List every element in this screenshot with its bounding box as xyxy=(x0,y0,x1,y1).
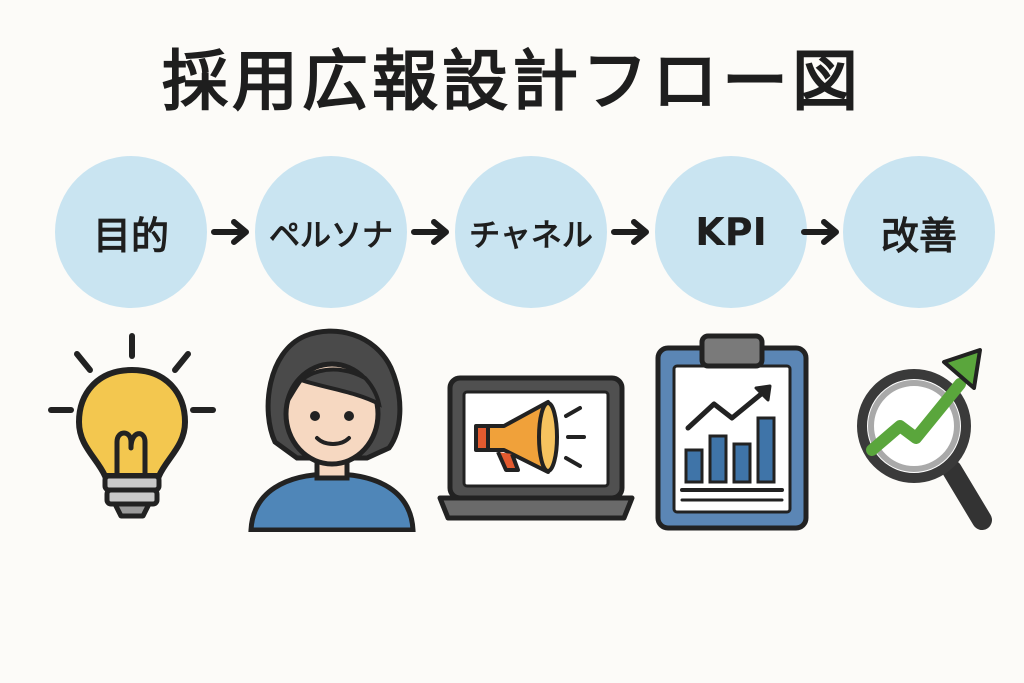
arrow-right-icon xyxy=(611,219,649,245)
arrow-right-icon xyxy=(411,219,449,245)
step-improve-label: 改善 xyxy=(880,213,957,258)
step-persona: ペルソナ xyxy=(255,156,407,308)
step-kpi-label: KPI xyxy=(695,210,767,254)
step-purpose-label: 目的 xyxy=(92,213,169,258)
step-channel: チャネル xyxy=(455,156,607,308)
magnifier-growth-icon xyxy=(857,348,992,530)
step-improve: 改善 xyxy=(843,156,995,308)
step-persona-label: ペルソナ xyxy=(269,217,393,254)
page-title: 採用広報設計フロー図 xyxy=(162,43,862,120)
step-purpose: 目的 xyxy=(55,156,207,308)
laptop-megaphone-icon xyxy=(437,375,635,521)
step-channel-label: チャネル xyxy=(469,217,593,254)
lightbulb-icon xyxy=(48,333,216,519)
person-icon xyxy=(248,328,416,532)
step-kpi: KPI xyxy=(655,156,807,308)
clipboard-chart-icon xyxy=(655,333,809,531)
arrow-right-icon xyxy=(801,219,839,245)
arrow-right-icon xyxy=(211,219,249,245)
